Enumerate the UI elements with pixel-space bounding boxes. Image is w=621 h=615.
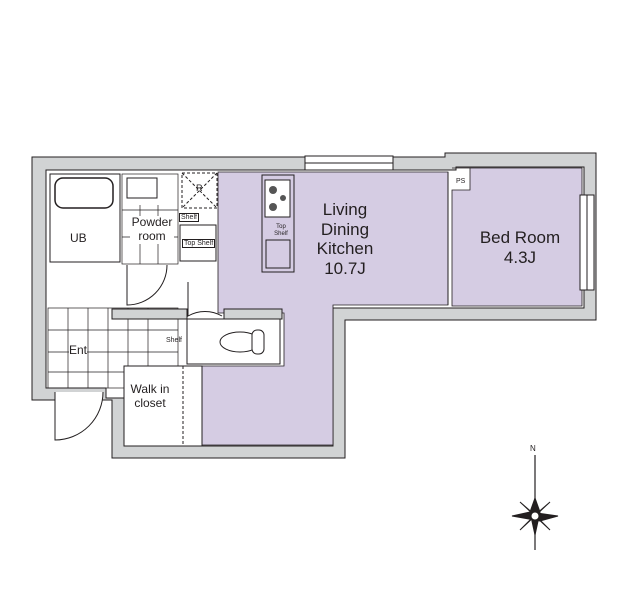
compass-north-label: N: [530, 444, 536, 453]
bedroom-area: [451, 167, 583, 307]
partition-wall: [111, 308, 188, 320]
pipe-space-label: PS: [456, 178, 466, 185]
bedroom-label: Bed Room 4.3J: [470, 228, 570, 267]
powder-label-line: Powder: [131, 215, 173, 229]
bedroom-name: Bed Room: [479, 228, 561, 247]
kitchen-sink: [265, 239, 291, 269]
ldk-label: Living Dining Kitchen 10.7J: [300, 200, 390, 278]
kitchen-top-shelf-label: Top Shelf: [274, 224, 288, 237]
powder-label-line: room: [138, 228, 166, 243]
closet-label: Walk in closet: [128, 382, 172, 411]
ldk-label-line: Kitchen: [316, 239, 374, 259]
refrigerator-label: R: [196, 183, 203, 193]
door-powder: [126, 264, 168, 306]
ldk-label-line: Dining: [320, 219, 370, 239]
ldk-size: 10.7J: [324, 258, 366, 278]
partition-wall: [223, 308, 283, 320]
ub-label: UB: [70, 231, 87, 245]
sink: [126, 177, 158, 199]
entrance-label: Ent: [69, 343, 88, 358]
door-toilet: [187, 282, 223, 317]
door-entrance: [54, 391, 104, 441]
closet-label-line: closet: [134, 395, 166, 410]
shelf-label: Shelf: [179, 213, 199, 222]
ldk-label-line: Living: [322, 200, 368, 219]
bedroom-size: 4.3J: [503, 247, 537, 267]
closet-label-line: Walk in: [130, 382, 170, 396]
powder-room-label: Powder room: [130, 215, 174, 244]
stove: [264, 179, 291, 218]
top-shelf-label: Top Shelf: [182, 239, 216, 248]
bathtub: [54, 177, 114, 209]
compass-icon: [511, 455, 559, 550]
shelf-label: Shelf: [166, 337, 182, 344]
